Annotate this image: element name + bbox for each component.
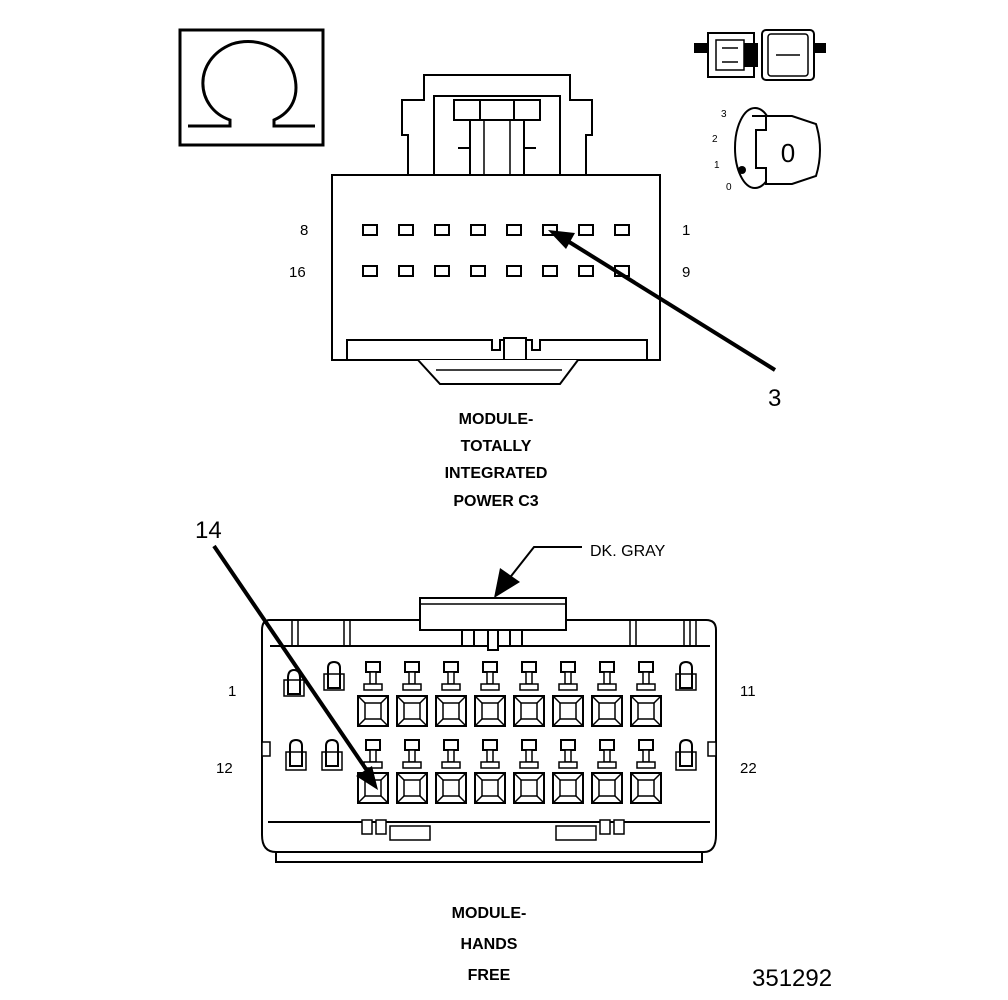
c3-callout-leader <box>548 230 777 372</box>
hf-title-line-3: FREE <box>468 967 511 984</box>
c3-pin-label-1: 1 <box>682 222 690 239</box>
hf-side-latch <box>283 668 305 697</box>
key-label: 0 <box>781 138 795 168</box>
hf-cavity <box>513 739 545 804</box>
connector-plug-icon <box>694 29 826 81</box>
hf-side-latch <box>675 660 697 691</box>
hf-side-latch <box>323 660 345 691</box>
ignition-pos-2: 2 <box>712 134 718 145</box>
hf-pin-label-1: 1 <box>228 683 236 700</box>
c3-title-line-4: POWER C3 <box>453 493 538 510</box>
hf-cavity <box>513 661 545 727</box>
hf-cavity <box>396 739 428 804</box>
c3-pin-label-16: 16 <box>289 264 306 281</box>
hf-cavity <box>552 739 584 804</box>
ignition-pos-1: 1 <box>714 160 720 171</box>
hf-cavity <box>630 739 662 804</box>
hf-cavity <box>357 661 389 727</box>
ignition-pos-3: 3 <box>721 109 727 120</box>
c3-callout-number: 3 <box>768 385 781 412</box>
hf-title-line-1: MODULE- <box>452 905 527 922</box>
c3-title-line-3: INTEGRATED <box>445 465 548 482</box>
hf-cavity <box>396 661 428 727</box>
hf-cavity <box>630 661 662 727</box>
hf-cavity <box>474 739 506 804</box>
hf-cavity-grid <box>357 661 662 804</box>
hf-side-latch <box>675 738 697 771</box>
hf-cavity <box>474 661 506 727</box>
c3-pin-label-9: 9 <box>682 264 690 281</box>
hf-cavity <box>435 661 467 727</box>
hf-title: MODULE- HANDS FREE <box>452 905 527 984</box>
hf-side-latch <box>285 738 307 771</box>
hf-pin-label-12: 12 <box>216 760 233 777</box>
figure-number: 351292 <box>752 965 832 992</box>
hf-callout-number: 14 <box>195 517 222 544</box>
c3-title-line-2: TOTALLY <box>461 438 532 455</box>
ohmmeter-symbol <box>178 28 325 147</box>
hf-color-label: DK. GRAY <box>590 543 666 560</box>
hf-callout-leader <box>212 544 378 790</box>
c3-cavity-row-bottom <box>362 265 630 277</box>
hf-top-ribs <box>291 620 697 646</box>
c3-pin-label-8: 8 <box>300 222 308 239</box>
connector-hands-free: DK. GRAY 14 1 11 12 22 MODULE- HANDS FRE… <box>195 517 757 984</box>
c3-cavity-row-top <box>362 224 630 236</box>
hf-title-line-2: HANDS <box>461 936 518 953</box>
hf-cavity <box>435 739 467 804</box>
c3-title-line-1: MODULE- <box>459 411 534 428</box>
hf-pin-label-22: 22 <box>740 760 757 777</box>
c3-title: MODULE- TOTALLY INTEGRATED POWER C3 <box>445 411 548 510</box>
ignition-key-icon: 0 3 2 1 0 <box>712 107 821 193</box>
hf-color-leader <box>494 546 582 598</box>
hf-cavity <box>552 661 584 727</box>
hf-cavity <box>591 739 623 804</box>
ignition-pos-0: 0 <box>726 182 732 193</box>
connector-c3: 8 1 16 9 3 MODULE- TOTALLY INTEGRATED PO… <box>289 74 781 510</box>
hf-cavity <box>591 661 623 727</box>
hf-pin-label-11: 11 <box>740 683 756 700</box>
hf-side-latch <box>321 738 343 771</box>
